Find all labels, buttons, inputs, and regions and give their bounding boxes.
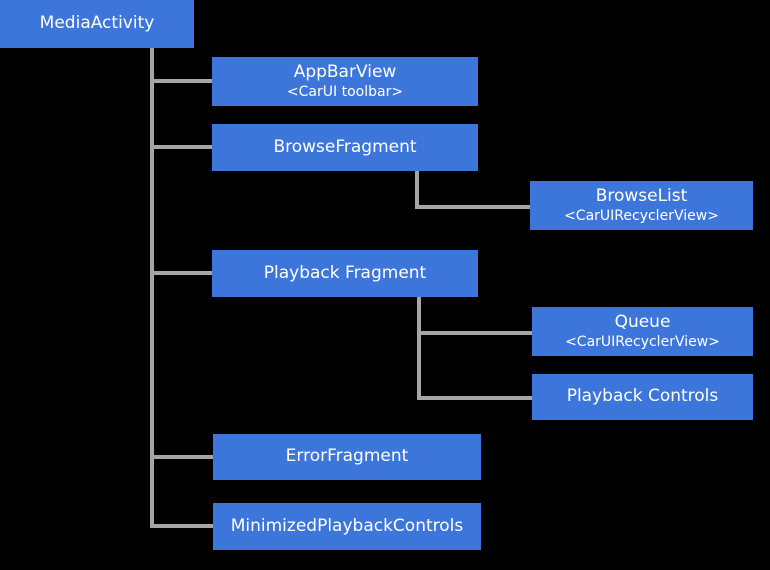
node-subtitle-browse-list: <CarUIRecyclerView>: [564, 207, 719, 224]
node-title-playback-controls: Playback Controls: [566, 386, 719, 407]
node-playback-controls[interactable]: Playback Controls: [532, 374, 753, 420]
node-playback-fragment[interactable]: Playback Fragment: [212, 250, 478, 297]
node-browse-list[interactable]: BrowseList<CarUIRecyclerView>: [530, 181, 753, 230]
node-error-fragment[interactable]: ErrorFragment: [213, 434, 481, 480]
node-queue[interactable]: Queue<CarUIRecyclerView>: [532, 307, 753, 356]
edge-branch-queue: [417, 331, 534, 335]
edge-branch-app-bar-view: [150, 79, 214, 83]
edge-branch-playback-fragment: [150, 271, 214, 275]
edge-trunk-main: [150, 48, 154, 526]
node-subtitle-queue: <CarUIRecyclerView>: [565, 333, 720, 350]
node-title-app-bar-view: AppBarView: [293, 62, 397, 83]
edge-branch-browse-list: [415, 205, 532, 209]
edge-branch-browse-fragment: [150, 145, 214, 149]
node-title-queue: Queue: [614, 312, 671, 333]
node-browse-fragment[interactable]: BrowseFragment: [212, 124, 478, 171]
node-title-browse-list: BrowseList: [595, 186, 688, 207]
node-app-bar-view[interactable]: AppBarView<CarUI toolbar>: [212, 57, 478, 106]
node-title-minimized-playback-controls: MinimizedPlaybackControls: [230, 515, 464, 536]
edge-branch-error-fragment: [150, 455, 214, 459]
edge-branch-playback-controls: [417, 396, 534, 400]
node-title-playback-fragment: Playback Fragment: [263, 262, 427, 283]
node-media-activity[interactable]: MediaActivity: [0, 0, 194, 48]
node-title-media-activity: MediaActivity: [39, 13, 155, 34]
edge-trunk-playback: [417, 297, 421, 400]
edge-trunk-browse: [415, 171, 419, 209]
edge-branch-minimized-playback-controls: [150, 524, 214, 528]
node-minimized-playback-controls[interactable]: MinimizedPlaybackControls: [213, 503, 481, 550]
node-title-browse-fragment: BrowseFragment: [273, 136, 417, 157]
node-subtitle-app-bar-view: <CarUI toolbar>: [286, 83, 404, 100]
node-title-error-fragment: ErrorFragment: [285, 446, 409, 467]
